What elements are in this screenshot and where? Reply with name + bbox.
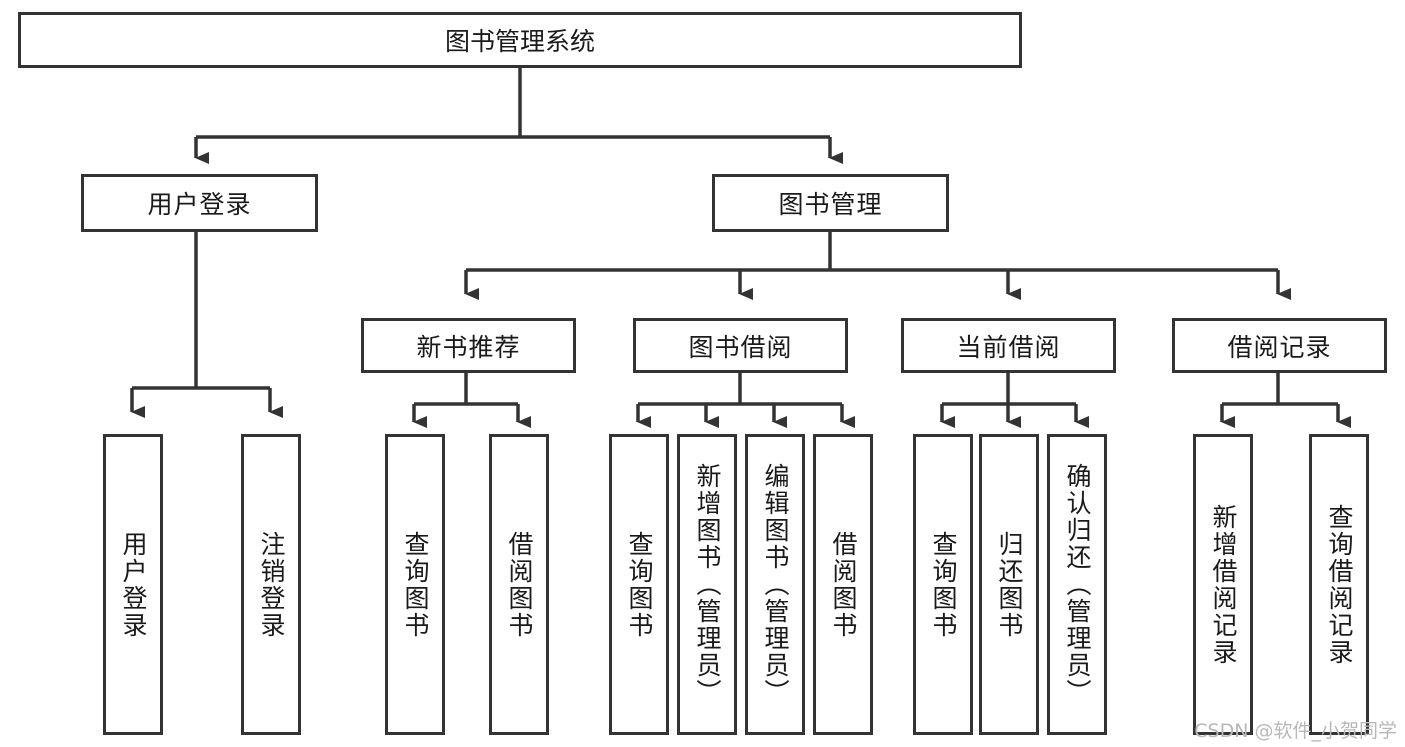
leaf-borrow-book[interactable]: 借阅图书 <box>813 434 873 735</box>
node-label: 新增图书（管理员） <box>693 463 722 706</box>
leaf-query-book-recommend[interactable]: 查询图书 <box>385 434 445 735</box>
node-label: 查询图书 <box>401 530 430 639</box>
node-borrow-record[interactable]: 借阅记录 <box>1172 318 1387 373</box>
leaf-return-book[interactable]: 归还图书 <box>979 434 1039 735</box>
node-label: 借阅图书 <box>829 530 858 639</box>
node-label: 确认归还（管理员） <box>1063 463 1092 706</box>
node-label: 查询图书 <box>625 530 654 639</box>
leaf-borrow-book-recommend[interactable]: 借阅图书 <box>489 434 549 735</box>
csdn-watermark: CSDN @软件_小贺同学 <box>1194 720 1397 742</box>
node-user-login[interactable]: 用户登录 <box>81 174 318 232</box>
leaf-confirm-return[interactable]: 确认归还（管理员） <box>1047 434 1107 735</box>
leaf-edit-book[interactable]: 编辑图书（管理员） <box>745 434 805 735</box>
node-new-book-recommend[interactable]: 新书推荐 <box>361 318 576 373</box>
node-label: 用户登录 <box>119 530 148 639</box>
node-label: 图书借阅 <box>688 332 793 362</box>
leaf-user-login[interactable]: 用户登录 <box>103 434 163 735</box>
node-book-borrow[interactable]: 图书借阅 <box>633 318 848 373</box>
node-label: 借阅图书 <box>505 530 534 639</box>
node-label: 新增借阅记录 <box>1209 503 1238 666</box>
leaf-query-book-borrow[interactable]: 查询图书 <box>609 434 669 735</box>
leaf-query-borrow-record[interactable]: 查询借阅记录 <box>1309 434 1369 735</box>
node-label: 用户登录 <box>147 190 252 219</box>
node-label: 图书管理 <box>778 190 883 219</box>
node-current-borrow[interactable]: 当前借阅 <box>901 318 1116 373</box>
node-label: 查询借阅记录 <box>1325 503 1354 666</box>
node-book-management[interactable]: 图书管理 <box>712 174 949 232</box>
node-label: 借阅记录 <box>1227 332 1332 362</box>
node-label: 编辑图书（管理员） <box>761 463 790 706</box>
leaf-add-book[interactable]: 新增图书（管理员） <box>677 434 737 735</box>
node-label: 归还图书 <box>995 530 1024 639</box>
leaf-logout[interactable]: 注销登录 <box>241 434 301 735</box>
leaf-add-borrow-record[interactable]: 新增借阅记录 <box>1193 434 1253 735</box>
node-label: 当前借阅 <box>956 332 1061 362</box>
node-root-system[interactable]: 图书管理系统 <box>18 12 1022 68</box>
node-label: 图书管理系统 <box>444 27 595 56</box>
leaf-query-book-current[interactable]: 查询图书 <box>913 434 973 735</box>
node-label: 查询图书 <box>929 530 958 639</box>
node-label: 注销登录 <box>257 530 286 639</box>
node-label: 新书推荐 <box>416 332 521 362</box>
